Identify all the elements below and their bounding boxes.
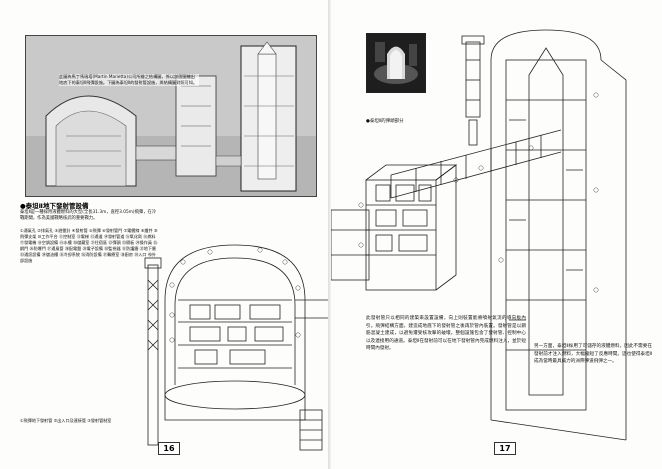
body-text-column-2: 另一方面，泰坦Ⅱ採用了可儲存的液體燃料，因此不需要在發射前才注入燃料，大幅縮短了… [534,344,652,364]
right-page: ●泰坦Ⅱ的彈頭部分 [331,0,662,469]
legend-footnote: ①飛彈地下發射管 ②出入口及連接管 ③發射管制室 [20,418,112,423]
legend-list: ①通氣孔 ②排氣孔 ③避雷針 ④發射管 ⑤飛彈 ⑥發射管門 ⑦電纜線 ⑧爐井 ⑨… [20,228,158,264]
left-silo-cutaway-drawing [144,244,330,451]
warhead-photo [366,33,426,93]
section-intro: 泰坦Ⅱ是一種採用液體燃料的大型(全長31.3m，直徑3.05m)飛彈，在冷戰期間… [20,210,157,221]
warhead-photo-caption: ●泰坦Ⅱ的彈頭部分 [366,119,404,124]
section-title: ●泰坦Ⅱ地下發射管設備 [20,202,89,210]
body-text-column-1: 此發射管只以相同的建築來設置設備，向上則裝置能將噴射氣流的導向板內引。飛彈結構方… [366,316,526,351]
left-page: 此圖為馬丁馬瑞塔(Martin Marietta)公司所繪之結構圖，係以剖面圖繪… [20,0,331,469]
page-number-left: 16 [158,442,180,455]
silo-cutaway-photo-art [26,36,316,196]
warhead-photo-art [367,34,425,92]
silo-structure-photo: 此圖為馬丁馬瑞塔(Martin Marietta)公司所繪之結構圖，係以剖面圖繪… [25,35,317,197]
right-silo-cutaway-drawing [331,29,627,441]
page-number-right: 17 [494,442,516,455]
photo-caption: 此圖為馬丁馬瑞塔(Martin Marietta)公司所繪之結構圖，係以剖面圖繪… [59,74,199,86]
